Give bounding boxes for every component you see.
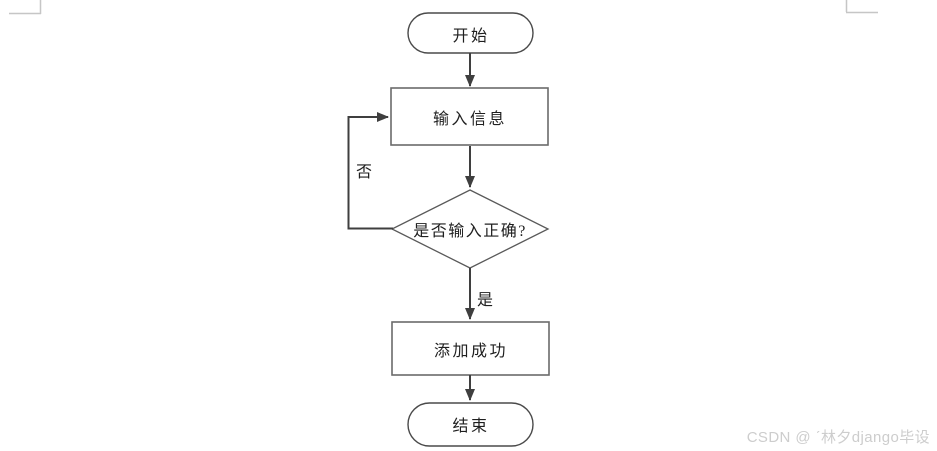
end-terminator-shape xyxy=(407,402,534,447)
input-info-process-shape xyxy=(390,87,549,146)
check-input-node-label: 是否输入正确? xyxy=(413,223,527,240)
edge-decision-no-loop-to-input xyxy=(347,112,393,230)
start-node-label: 开始 xyxy=(452,28,490,45)
page-corner-mark-top-right-icon xyxy=(845,0,878,14)
csdn-watermark: CSDN @ ˊ林夕django毕设 xyxy=(746,429,930,446)
add-success-process-shape xyxy=(391,321,550,376)
add-success-node-label: 添加成功 xyxy=(433,343,509,360)
input-info-node-label: 输入信息 xyxy=(432,111,508,128)
page-corner-mark-top-left-icon xyxy=(9,0,42,15)
edge-label-no: 否 xyxy=(355,164,373,181)
end-node-label: 结束 xyxy=(452,418,490,435)
edge-label-yes: 是 xyxy=(476,292,494,309)
